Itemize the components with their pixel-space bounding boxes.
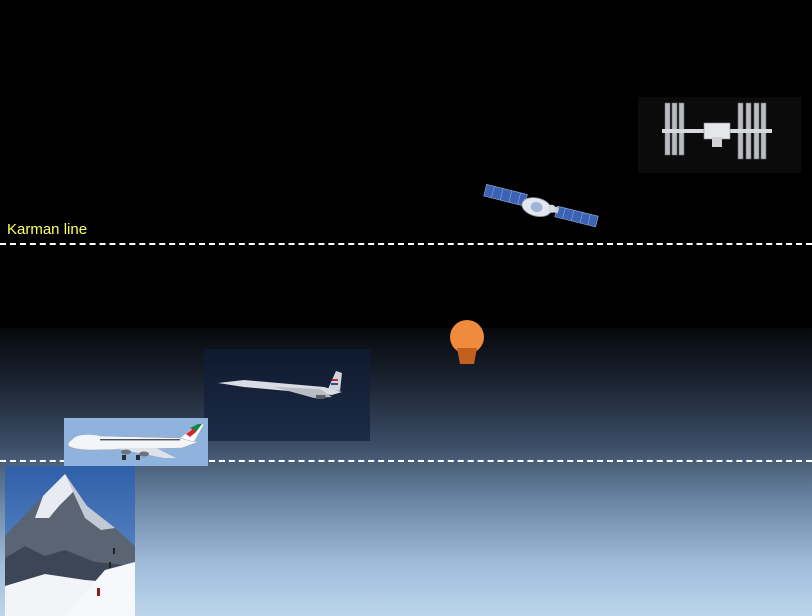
concorde-photo [204, 349, 370, 441]
airliner-photo [64, 418, 208, 466]
everest-photo [5, 466, 135, 616]
karman-line-label: Karman line [7, 221, 88, 238]
karman-line [0, 243, 812, 245]
weather-balloon-shape [448, 320, 486, 366]
space-station-photo [638, 97, 801, 173]
lower-altitude-line [0, 460, 812, 462]
atmosphere-gradient [0, 328, 812, 616]
satellite-photo [478, 182, 602, 238]
